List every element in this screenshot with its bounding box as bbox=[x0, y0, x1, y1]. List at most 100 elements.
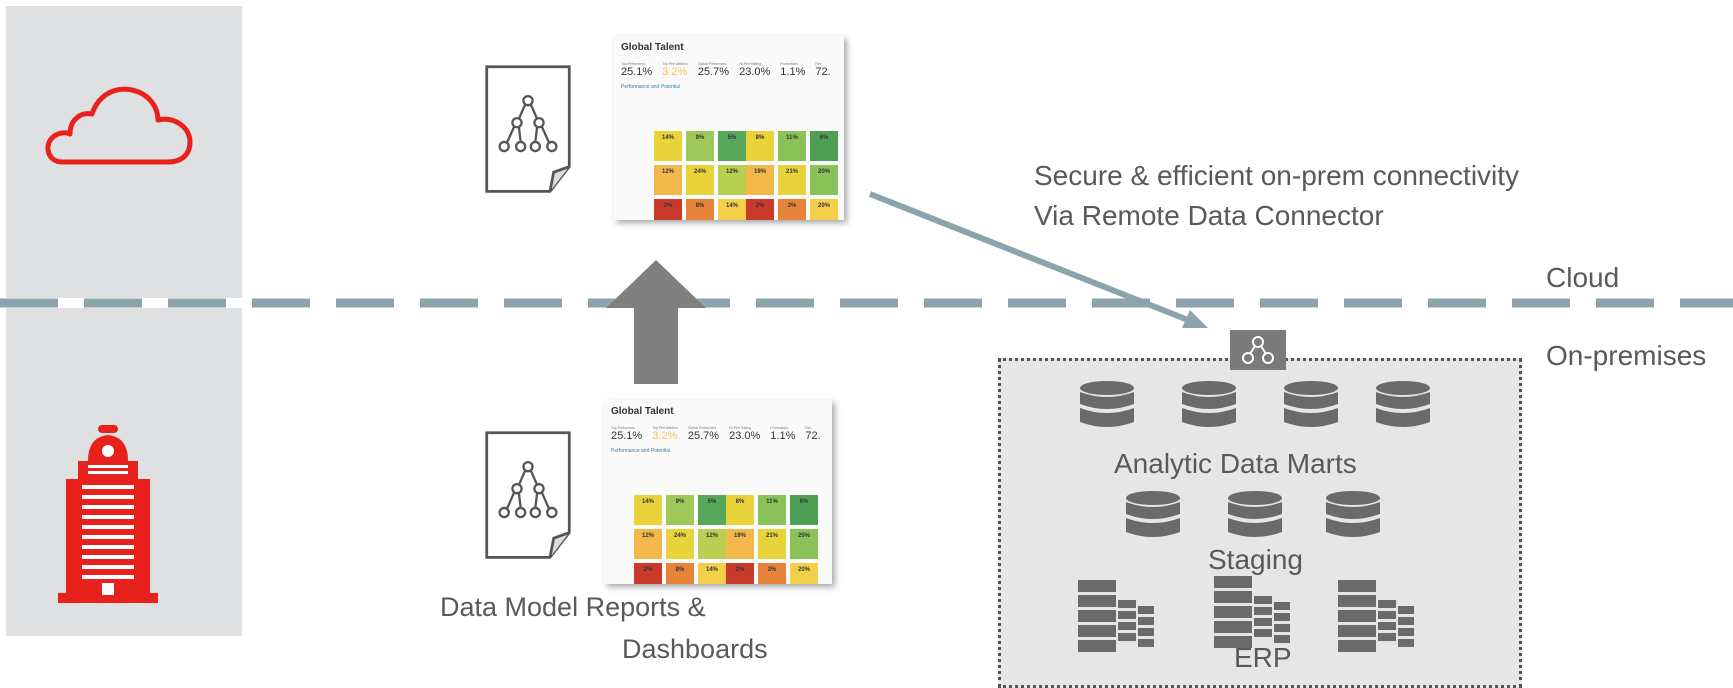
heatmap-cell: 21% bbox=[778, 165, 806, 195]
heatmap-cell: 19% bbox=[746, 165, 774, 195]
thumbnail-title: Global Talent bbox=[621, 42, 684, 53]
kpi-label: Global Performers bbox=[697, 62, 727, 66]
staging-label: Staging bbox=[1208, 544, 1303, 575]
heatmap-cell: 8% bbox=[726, 495, 754, 525]
connector-caption-line2: Via Remote Data Connector bbox=[1034, 200, 1384, 231]
heatmap-cell: 8% bbox=[686, 199, 714, 220]
connector-icon bbox=[1230, 330, 1286, 370]
kpi-label: Top Performers bbox=[621, 62, 645, 66]
office-building-icon bbox=[58, 425, 158, 603]
heatmap-cell: 2% bbox=[654, 199, 682, 220]
thumbnail-subtitle bbox=[621, 54, 844, 58]
heatmap-cell: 20% bbox=[790, 529, 818, 559]
kpi-value: 1.1% bbox=[770, 430, 796, 442]
onprem-zone-label: On-premises bbox=[1546, 340, 1707, 371]
heatmap-cell: 19% bbox=[726, 529, 754, 559]
heatmap-cell: 2% bbox=[726, 563, 754, 584]
kpi-value: 3.2% bbox=[652, 430, 678, 442]
kpi-label: Promotions bbox=[770, 426, 788, 430]
database-icon bbox=[1284, 381, 1338, 427]
thumbnail-subtitle bbox=[611, 418, 832, 422]
kpi-label: Global Performers bbox=[687, 426, 717, 430]
erp-label: ERP bbox=[1234, 642, 1292, 673]
kpi-label: Top Performers bbox=[611, 426, 635, 430]
heatmap-cell: 14% bbox=[654, 131, 682, 161]
cloud-icon bbox=[45, 86, 193, 165]
kpi-label: Hi-Perf Rating bbox=[739, 62, 762, 66]
reports-caption-line1: Data Model Reports & bbox=[440, 592, 706, 622]
connector-caption-line1: Secure & efficient on-prem connectivity bbox=[1034, 160, 1520, 191]
heatmap-left: 14% 9% 5% 12% 24% 12% 2% 8% 14% bbox=[634, 495, 726, 584]
heatmap-cell: 11% bbox=[778, 131, 806, 161]
heatmap-cell: 14% bbox=[634, 495, 662, 525]
kpi-label: Top Perf Attrition bbox=[652, 426, 678, 430]
heatmap-left: 14% 9% 5% 12% 24% 12% 2% 8% 14% bbox=[654, 131, 746, 220]
heatmap-cell: 6% bbox=[810, 131, 838, 161]
kpi-value: 72. bbox=[815, 66, 831, 78]
thumbnail-title: Global Talent bbox=[611, 406, 674, 417]
kpi-label: Top Perf Attrition bbox=[662, 62, 688, 66]
cloud-zone-panel bbox=[6, 6, 242, 298]
database-icon bbox=[1326, 491, 1380, 537]
heatmap-cell: 11% bbox=[758, 495, 786, 525]
kpi-value: 23.0% bbox=[729, 430, 761, 442]
thumbnail-section-title: Performance and Potential bbox=[611, 448, 671, 454]
kpi-label: Promotions bbox=[780, 62, 798, 66]
heatmap-cell: 8% bbox=[746, 131, 774, 161]
heatmap-cell: 20% bbox=[790, 563, 818, 584]
heatmap-cell: 5% bbox=[698, 495, 726, 525]
heatmap-cell: 21% bbox=[758, 529, 786, 559]
heatmap-cell: 2% bbox=[634, 563, 662, 584]
heatmap-right: 8% 11% 6% 19% 21% 20% 2% 3% 20% bbox=[746, 131, 838, 220]
kpi-value: 3.2% bbox=[662, 66, 688, 78]
heatmap-cell: 20% bbox=[810, 165, 838, 195]
heatmap-right: 8% 11% 6% 19% 21% 20% 2% 3% 20% bbox=[726, 495, 818, 584]
heatmap-cell: 12% bbox=[654, 165, 682, 195]
kpi-value: 25.1% bbox=[611, 430, 643, 442]
heatmap-cell: 24% bbox=[686, 165, 714, 195]
reports-caption-line2: Dashboards bbox=[622, 634, 768, 664]
heatmap-cell: 12% bbox=[718, 165, 746, 195]
cloud-onprem-divider bbox=[0, 298, 1733, 308]
up-arrow bbox=[606, 260, 706, 384]
heatmap-cell: 24% bbox=[666, 529, 694, 559]
heatmap-cell: 14% bbox=[698, 563, 726, 584]
kpi-value: 72. bbox=[805, 430, 821, 442]
kpi-label: Ret bbox=[815, 62, 821, 66]
kpi-value: 1.1% bbox=[780, 66, 806, 78]
thumbnail-section-title: Performance and Potential bbox=[621, 84, 681, 90]
heatmap-cell: 3% bbox=[778, 199, 806, 220]
hierarchy-document-icon bbox=[485, 431, 571, 559]
heatmap-cell: 3% bbox=[758, 563, 786, 584]
server-rack-icon bbox=[1338, 580, 1414, 652]
kpi-value: 25.1% bbox=[621, 66, 653, 78]
heatmap-cell: 2% bbox=[746, 199, 774, 220]
heatmap-cell: 20% bbox=[810, 199, 838, 220]
heatmap-cell: 8% bbox=[666, 563, 694, 584]
heatmap-cell: 6% bbox=[790, 495, 818, 525]
heatmap-cell: 14% bbox=[718, 199, 746, 220]
kpi-label: Ret bbox=[805, 426, 811, 430]
kpi-value: 25.7% bbox=[697, 66, 730, 78]
heatmap-cell: 9% bbox=[666, 495, 694, 525]
heatmap-cell: 12% bbox=[698, 529, 726, 559]
database-icon bbox=[1376, 381, 1430, 427]
server-rack-icon bbox=[1214, 576, 1290, 648]
heatmap-cell: 9% bbox=[686, 131, 714, 161]
server-rack-icon bbox=[1078, 580, 1154, 652]
kpi-label: Hi-Perf Rating bbox=[729, 426, 752, 430]
